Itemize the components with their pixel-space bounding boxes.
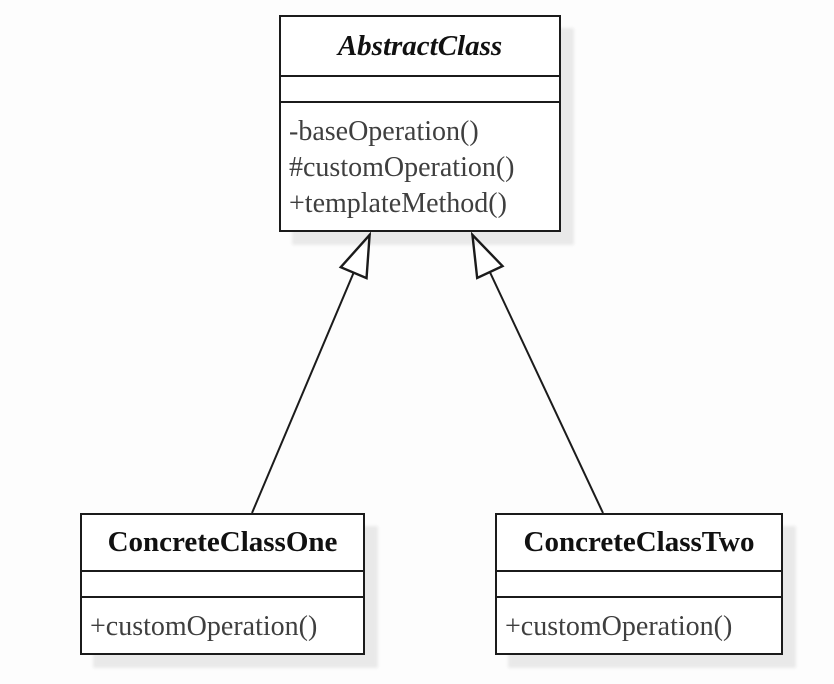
method-label: #customOperation() [289,151,515,183]
methods-compartment: +customOperation() [497,596,781,653]
generalization-edge-concrete-two[interactable] [472,234,604,514]
class-title-concreteclassone: ConcreteClassOne [107,526,338,558]
class-title-abstractclass: AbstractClass [337,29,503,62]
class-box-abstractclass[interactable]: AbstractClass -baseOperation() #customOp… [279,15,561,232]
methods-compartment: -baseOperation() #customOperation() +tem… [281,101,559,230]
method-label: +customOperation() [90,610,318,642]
class-box-concreteclassone[interactable]: ConcreteClassOne +customOperation() [80,513,365,655]
attributes-compartment [82,570,363,596]
method-label: +templateMethod() [289,187,507,219]
attributes-compartment [497,570,781,596]
class-box-concreteclasstwo[interactable]: ConcreteClassTwo +customOperation() [495,513,783,655]
generalization-edge-concrete-one[interactable] [251,234,370,514]
method-label: -baseOperation() [289,115,479,147]
method-label: +customOperation() [505,610,733,642]
class-title-concreteclasstwo: ConcreteClassTwo [523,526,755,558]
attributes-compartment [281,75,559,101]
methods-compartment: +customOperation() [82,596,363,653]
